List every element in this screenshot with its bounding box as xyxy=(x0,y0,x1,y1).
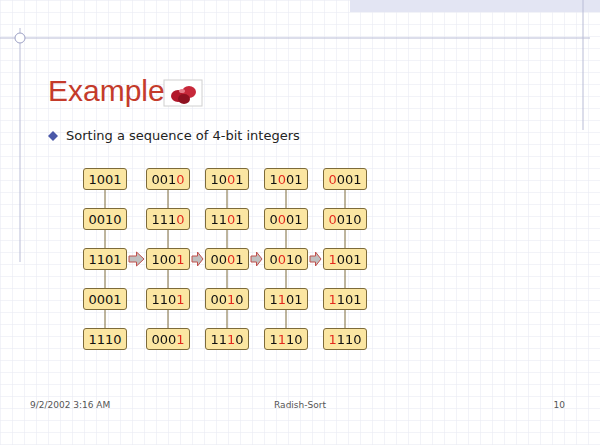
chain-link xyxy=(105,310,106,328)
rule-line xyxy=(0,38,590,39)
chain-link xyxy=(345,270,346,288)
chain-link xyxy=(227,310,228,328)
bit-string: 0001 xyxy=(328,172,361,187)
bit-box: 1001 xyxy=(205,168,249,190)
bit-box: 0010 xyxy=(205,288,249,310)
chain-link xyxy=(286,310,287,328)
bit-string: 1101 xyxy=(269,292,302,307)
rule-line xyxy=(20,28,21,262)
bit-string: 1110 xyxy=(88,332,121,347)
bit-string: 1110 xyxy=(151,212,184,227)
bit-string: 1101 xyxy=(151,292,184,307)
chain-link xyxy=(345,190,346,208)
bit-string: 0010 xyxy=(269,252,302,267)
chain-link xyxy=(105,190,106,208)
bit-string: 1110 xyxy=(210,332,243,347)
bit-box: 1001 xyxy=(146,248,190,270)
bit-box: 1101 xyxy=(323,288,367,310)
bit-string: 1001 xyxy=(269,172,302,187)
bit-string: 0001 xyxy=(151,332,184,347)
bit-string: 1001 xyxy=(210,172,243,187)
rule-knob xyxy=(15,33,25,43)
chain-link xyxy=(105,270,106,288)
bit-box: 1110 xyxy=(264,328,308,350)
step-arrow xyxy=(251,252,262,266)
bit-box: 0010 xyxy=(146,168,190,190)
bit-box: 1001 xyxy=(264,168,308,190)
chain-link xyxy=(168,310,169,328)
chain-link xyxy=(227,190,228,208)
top-band xyxy=(350,0,600,12)
bit-string: 0010 xyxy=(151,172,184,187)
footer-title: Radish-Sort xyxy=(274,400,326,410)
chain-link xyxy=(345,310,346,328)
bit-box: 1101 xyxy=(83,248,127,270)
bit-string: 1101 xyxy=(210,212,243,227)
bit-box: 1110 xyxy=(83,328,127,350)
slide-title: Example xyxy=(48,74,165,108)
bit-box: 0001 xyxy=(83,288,127,310)
bit-box: 0001 xyxy=(323,168,367,190)
bit-string: 1001 xyxy=(88,172,121,187)
bit-box: 1001 xyxy=(83,168,127,190)
chain-link xyxy=(286,270,287,288)
bit-box: 1101 xyxy=(264,288,308,310)
page-number: 10 xyxy=(554,400,565,410)
chain-link xyxy=(286,190,287,208)
chain-link xyxy=(168,270,169,288)
rule-line xyxy=(583,0,584,130)
bit-string: 1001 xyxy=(151,252,184,267)
chain-link xyxy=(105,230,106,248)
bit-box: 1001 xyxy=(323,248,367,270)
bit-box: 1110 xyxy=(146,208,190,230)
bit-box: 1110 xyxy=(323,328,367,350)
chain-link xyxy=(286,230,287,248)
bit-string: 1101 xyxy=(328,292,361,307)
bit-box: 0010 xyxy=(323,208,367,230)
chain-link xyxy=(227,230,228,248)
chain-link xyxy=(227,270,228,288)
bit-box: 0001 xyxy=(205,248,249,270)
bit-box: 0001 xyxy=(146,328,190,350)
bit-string: 0001 xyxy=(210,252,243,267)
chain-link xyxy=(168,230,169,248)
bit-string: 1001 xyxy=(328,252,361,267)
footer-date: 9/2/2002 3:16 AM xyxy=(30,400,110,410)
bit-box: 1110 xyxy=(205,328,249,350)
step-arrow xyxy=(310,252,321,266)
bit-box: 1101 xyxy=(205,208,249,230)
bullet-text: Sorting a sequence of 4-bit integers xyxy=(66,128,300,143)
bit-box: 1101 xyxy=(146,288,190,310)
step-arrow xyxy=(192,252,203,266)
bit-string: 0001 xyxy=(269,212,302,227)
step-arrows xyxy=(129,252,321,266)
bit-box: 0001 xyxy=(264,208,308,230)
bit-string: 1110 xyxy=(269,332,302,347)
bit-string: 0010 xyxy=(328,212,361,227)
bit-box: 0010 xyxy=(83,208,127,230)
bit-box: 0010 xyxy=(264,248,308,270)
bit-string: 0010 xyxy=(210,292,243,307)
radish-icon xyxy=(164,80,202,106)
bit-string: 1110 xyxy=(328,332,361,347)
bullet-diamond xyxy=(48,131,58,141)
step-arrow xyxy=(129,252,144,266)
bit-string: 1101 xyxy=(88,252,121,267)
chain-link xyxy=(168,190,169,208)
chain-link xyxy=(345,230,346,248)
bit-string: 0001 xyxy=(88,292,121,307)
bit-string: 0010 xyxy=(88,212,121,227)
